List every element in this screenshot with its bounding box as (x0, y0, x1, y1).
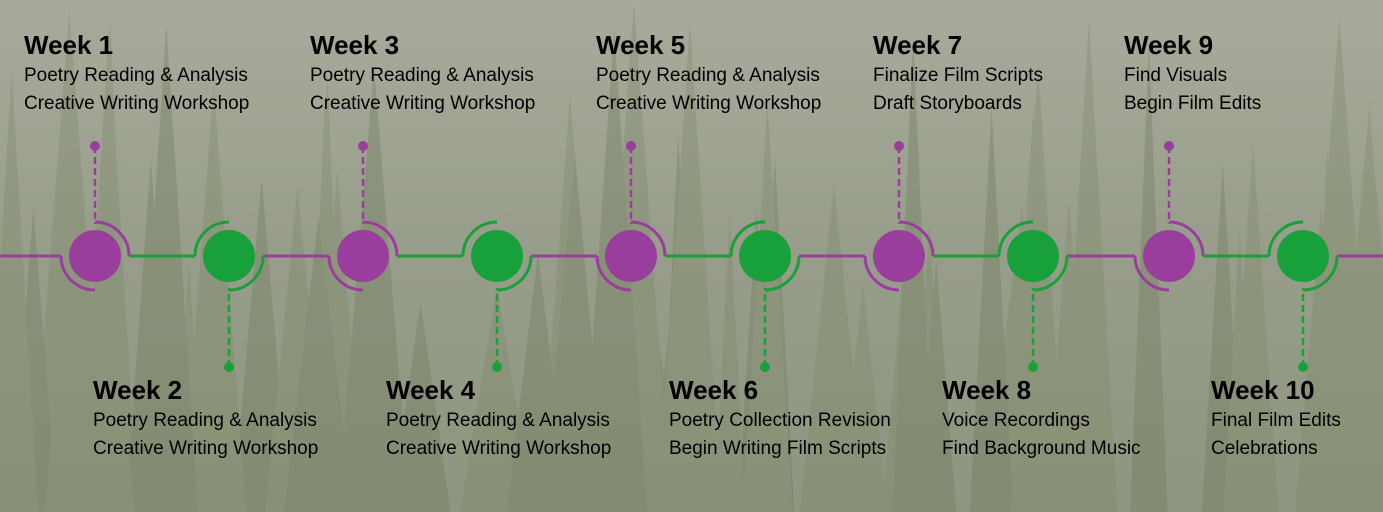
week-1-node (69, 230, 121, 282)
week-1-dot (90, 141, 100, 151)
week-7-dot (894, 141, 904, 151)
week-3-marker (327, 141, 399, 292)
week-activity: Final Film Edits (1211, 410, 1341, 431)
week-5-marker (595, 141, 667, 292)
week-10-dot (1298, 362, 1308, 372)
week-title: Week 4 (386, 375, 476, 405)
week-8-node (1007, 230, 1059, 282)
week-2-node (203, 230, 255, 282)
week-4-dot (492, 362, 502, 372)
week-activity: Poetry Reading & Analysis (386, 410, 610, 431)
week-activity: Find Background Music (942, 438, 1141, 459)
week-title: Week 9 (1124, 30, 1214, 60)
week-activity: Find Visuals (1124, 65, 1228, 86)
week-2-dot (224, 362, 234, 372)
week-6-dot (760, 362, 770, 372)
week-3-dot (358, 141, 368, 151)
week-9-dot (1164, 141, 1174, 151)
week-activity: Poetry Reading & Analysis (24, 65, 248, 86)
week-title: Week 10 (1211, 375, 1315, 405)
week-activity: Celebrations (1211, 438, 1318, 459)
week-6-node (739, 230, 791, 282)
week-activity: Draft Storyboards (873, 93, 1022, 114)
week-5-dot (626, 141, 636, 151)
week-7-node (873, 230, 925, 282)
week-8-ring (997, 220, 1069, 292)
week-3-node (337, 230, 389, 282)
week-1-marker (59, 141, 131, 292)
week-activity: Poetry Reading & Analysis (596, 65, 820, 86)
week-2-ring (193, 220, 265, 292)
week-10-ring (1267, 220, 1339, 292)
week-activity: Poetry Collection Revision (669, 410, 891, 431)
week-activity: Begin Film Edits (1124, 93, 1262, 114)
week-activity: Finalize Film Scripts (873, 65, 1043, 86)
week-5-ring (595, 220, 667, 292)
week-4-marker (461, 220, 533, 372)
week-activity: Begin Writing Film Scripts (669, 438, 887, 459)
week-activity: Voice Recordings (942, 410, 1090, 431)
week-8-dot (1028, 362, 1038, 372)
week-2-marker (193, 220, 265, 372)
week-title: Week 3 (310, 30, 400, 60)
week-activity: Creative Writing Workshop (386, 438, 612, 459)
week-title: Week 6 (669, 375, 759, 405)
week-9-node (1143, 230, 1195, 282)
week-title: Week 1 (24, 30, 114, 60)
week-6-ring (729, 220, 801, 292)
week-title: Week 7 (873, 30, 963, 60)
week-8-marker (997, 220, 1069, 372)
week-activity: Poetry Reading & Analysis (93, 410, 317, 431)
week-activity: Poetry Reading & Analysis (310, 65, 534, 86)
week-9-marker (1133, 141, 1205, 292)
week-title: Week 8 (942, 375, 1032, 405)
week-3-ring (327, 220, 399, 292)
week-7-marker (863, 141, 935, 292)
week-title: Week 2 (93, 375, 183, 405)
week-5-node (605, 230, 657, 282)
week-4-node (471, 230, 523, 282)
week-activity: Creative Writing Workshop (93, 438, 319, 459)
week-activity: Creative Writing Workshop (24, 93, 250, 114)
week-10-marker (1267, 220, 1339, 372)
week-9-ring (1133, 220, 1205, 292)
week-6-marker (729, 220, 801, 372)
week-title: Week 5 (596, 30, 686, 60)
week-1-ring (59, 220, 131, 292)
week-activity: Creative Writing Workshop (596, 93, 822, 114)
week-10-node (1277, 230, 1329, 282)
week-activity: Creative Writing Workshop (310, 93, 536, 114)
week-7-ring (863, 220, 935, 292)
week-4-ring (461, 220, 533, 292)
